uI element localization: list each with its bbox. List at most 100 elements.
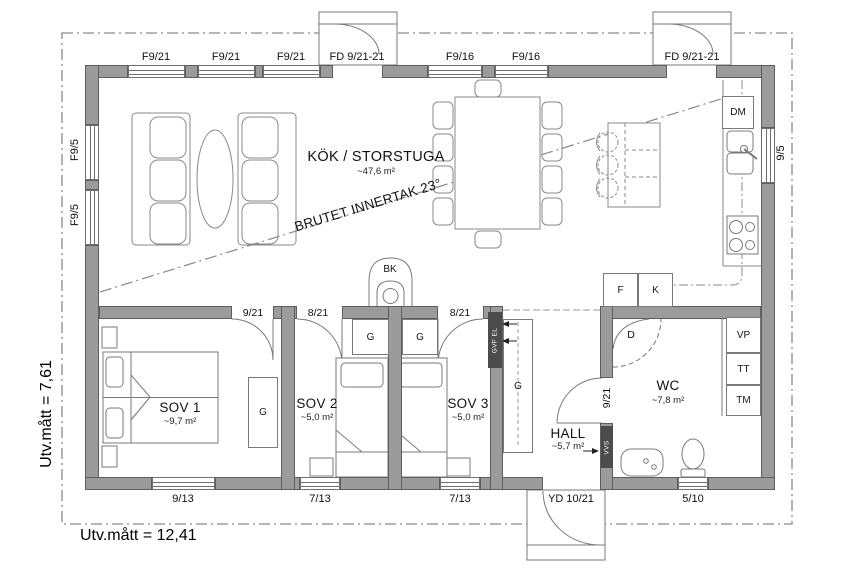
washing-machine: TM xyxy=(726,385,761,416)
dining-table xyxy=(454,96,541,230)
hall-opening-line xyxy=(503,309,600,448)
heatpump-label: VP xyxy=(736,329,751,341)
fireplace-label: BK xyxy=(383,264,397,275)
wall-segment xyxy=(255,65,263,78)
door-label-sov1: 9/21 xyxy=(242,307,264,319)
shower-label: D xyxy=(627,329,635,341)
fridge-label: F xyxy=(617,284,624,296)
shaft-vvs: VVS xyxy=(601,426,613,468)
door-swing-sov2 xyxy=(296,318,343,365)
window-label-top-4: F9/16 xyxy=(445,51,475,63)
arrow-left-2 xyxy=(502,338,517,344)
room-area-hall: ~5,7 m² xyxy=(551,441,585,452)
bed-sov3 xyxy=(394,357,471,478)
window-7-13-1 xyxy=(300,477,340,490)
door-label-wc: 9/21 xyxy=(601,387,613,409)
entry-door-label: YD 10/21 xyxy=(548,493,594,505)
window-label-left-1: F9/5 xyxy=(69,139,81,162)
room-name-sov3: SOV 3 xyxy=(447,396,489,411)
shaft-gvf-el: GVF EL xyxy=(488,312,502,368)
bed-sov1 xyxy=(101,326,219,468)
arrow-left-1 xyxy=(502,321,517,327)
door-label-top-2: FD 9/21-21 xyxy=(664,51,720,63)
window-f9-5-1 xyxy=(85,125,99,180)
wardrobe-sov2: G xyxy=(352,319,389,355)
window-label-bottom-2: 7/13 xyxy=(309,493,331,505)
door-swing-sov3 xyxy=(437,318,484,365)
window-9-5 xyxy=(761,128,775,183)
wall-segment xyxy=(85,477,152,490)
washer-label: TM xyxy=(736,395,751,406)
dimension-width: Utv.mått = 12,41 xyxy=(80,527,197,544)
window-label-bottom-1: 9/13 xyxy=(172,493,194,505)
wardrobe-sov3: G xyxy=(402,319,438,355)
kitchen-sink xyxy=(726,130,758,175)
sofa-right xyxy=(237,112,297,246)
wardrobe-hall: G xyxy=(503,319,533,453)
dimension-height: Utv.mått = 7,61 xyxy=(38,360,55,468)
stove xyxy=(726,215,759,255)
wardrobe-label: G xyxy=(514,380,522,392)
dryer-label: TT xyxy=(737,363,750,375)
window-f9-21-1 xyxy=(128,65,185,78)
wall-segment xyxy=(708,477,775,490)
washbasin xyxy=(620,448,664,477)
wall-segment xyxy=(215,477,300,490)
wardrobe-label: G xyxy=(366,331,375,343)
wall-segment xyxy=(482,65,495,78)
wardrobe-label: G xyxy=(416,331,424,343)
window-label-top-5: F9/16 xyxy=(511,51,541,63)
room-name-sov2: SOV 2 xyxy=(296,396,338,411)
window-f9-16-2 xyxy=(495,65,548,78)
window-f9-5-2 xyxy=(85,190,99,245)
door-swing-sov1 xyxy=(231,318,274,361)
window-label-top-3: F9/21 xyxy=(276,51,306,63)
wardrobe-label: G xyxy=(259,407,267,418)
room-area-kitchen: ~47,6 m² xyxy=(357,166,395,177)
window-5-10 xyxy=(678,477,708,490)
roof-outline xyxy=(61,32,793,525)
room-name-wc: WC xyxy=(656,378,680,393)
window-label-top-2: F9/21 xyxy=(211,51,241,63)
window-7-13-2 xyxy=(440,477,480,490)
window-f9-16-1 xyxy=(428,65,482,78)
window-f9-21-3 xyxy=(263,65,320,78)
entry-porch xyxy=(526,489,606,561)
freezer-label: K xyxy=(652,284,659,296)
wall-segment xyxy=(548,65,667,78)
room-area-sov3: ~5,0 m² xyxy=(451,412,485,423)
window-9-13 xyxy=(152,477,215,490)
room-area-wc: ~7,8 m² xyxy=(651,395,685,406)
shower xyxy=(612,318,662,368)
sofa-left xyxy=(131,112,191,246)
fridge-cabinet: F xyxy=(603,273,638,307)
window-label-left-2: F9/5 xyxy=(69,204,81,227)
dishwasher: DM xyxy=(722,96,754,129)
coffee-table xyxy=(196,129,234,229)
door-label-sov2: 8/21 xyxy=(307,307,329,319)
room-name-hall: HALL xyxy=(550,426,586,441)
freezer-cabinet: K xyxy=(638,273,673,307)
arrow-right-vvs xyxy=(583,448,599,454)
heatpump-cabinet: VP xyxy=(726,317,761,353)
bed-sov2 xyxy=(309,357,389,478)
wall-segment xyxy=(388,306,402,490)
wall-segment xyxy=(85,65,99,125)
door-label-sov3: 8/21 xyxy=(449,307,471,319)
room-area-sov1: ~9,7 m² xyxy=(163,416,197,427)
dishwasher-label: DM xyxy=(730,107,746,118)
deck-top-left xyxy=(318,11,398,66)
room-name-kitchen: KÖK / STORSTUGA xyxy=(307,149,445,165)
window-label-right-1: 9/5 xyxy=(775,145,787,161)
door-swing-wc xyxy=(556,377,603,424)
dryer: TT xyxy=(726,353,761,385)
room-name-sov1: SOV 1 xyxy=(159,400,201,415)
wall-segment xyxy=(281,306,295,490)
deck-top-right xyxy=(652,11,732,66)
room-area-sov2: ~5,0 m² xyxy=(300,412,334,423)
fireplace xyxy=(368,257,413,306)
window-label-top-1: F9/21 xyxy=(141,51,171,63)
